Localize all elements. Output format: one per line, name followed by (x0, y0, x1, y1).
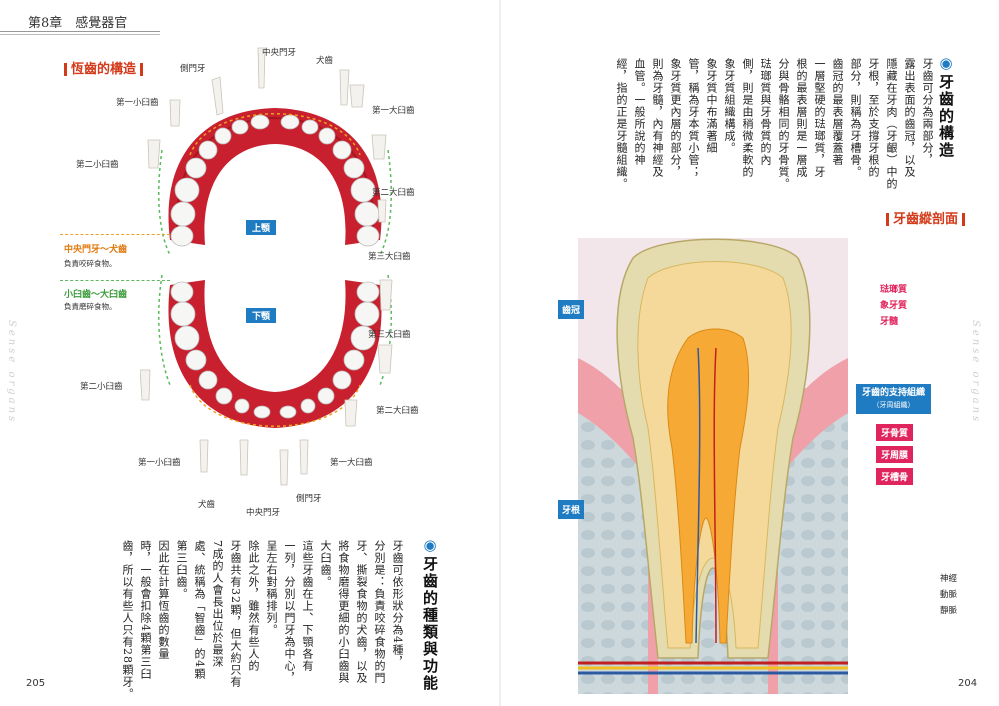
label-upper-first-molar: 第一大臼齒 (372, 106, 415, 116)
page-fold (499, 0, 501, 706)
loose-teeth (140, 47, 393, 486)
text-column: 象牙質更內層的部分， (669, 58, 682, 178)
text-column: 除此之外，雖然有些人的 (247, 540, 260, 672)
text-column: 隱藏在牙肉（牙齦）中的 (885, 58, 898, 190)
text-column: 牙齒共有32顆，但大約只有 (229, 540, 242, 688)
label-lower-lateral-incisor: 側門牙 (296, 494, 322, 504)
page-number-right: 204 (958, 678, 978, 689)
label-crown: 齒冠 (558, 300, 585, 319)
label-upper-lateral-incisor: 側門牙 (180, 64, 206, 74)
tooth-cross-section (578, 238, 848, 694)
legend-green-title: 小臼齒～大臼齒 (64, 290, 128, 300)
label-upper-second-molar: 第二大臼齒 (372, 188, 415, 198)
label-lower-central-incisor: 中央門牙 (246, 508, 281, 518)
section2-body: 牙齒可依形狀分為4種， 分別是：負責咬碎食物的門 牙、撕裂食物的犬齒，以及 將食… (118, 540, 406, 700)
jaw-tag-lower: 下顎 (246, 308, 277, 323)
text-column: 牙齒可分為兩部分， (921, 58, 934, 166)
label-lower-first-molar: 第一大臼齒 (330, 458, 373, 468)
text-column: 時，一般會扣除4顆第三臼 (139, 540, 152, 680)
side-running-text-right: Sense organs (970, 320, 981, 425)
lower-jaw (158, 274, 392, 428)
label-lower-first-premolar: 第一小臼齒 (138, 458, 181, 468)
text-column: 象牙質中布滿著細 (705, 58, 718, 154)
text-column: 管，稱為牙本質小管； (687, 58, 700, 178)
section-title-tooth-structure: ◉牙齒的構造 (937, 54, 955, 159)
dental-arch-illustration (140, 47, 393, 486)
side-running-text-left: Sense organs (6, 320, 17, 425)
text-column: 牙根，至於支撐牙根的 (867, 58, 880, 178)
label-lower-third-molar: 第三大臼齒 (368, 330, 411, 340)
text-column: 部分，則稱為牙槽骨。 (849, 58, 862, 178)
label-dentin: 象牙質 (880, 301, 908, 311)
label-cementum: 牙骨質 (876, 424, 914, 441)
label-lower-second-premolar: 第二小臼齒 (80, 382, 123, 392)
label-upper-third-molar: 第三大臼齒 (368, 252, 411, 262)
text-column: 血管。一般所說的神 (633, 58, 646, 166)
legend-orange-title: 中央門牙～犬齒 (64, 245, 128, 255)
text-column: 則為牙髓，內有神經及 (651, 58, 664, 178)
text-column: 一層堅硬的琺瑯質，牙 (813, 58, 826, 178)
legend-green-line (60, 280, 170, 281)
label-support-tissue: 牙齒的支持組織 （牙周組織） (856, 384, 932, 414)
header-rule-2 (0, 34, 160, 35)
text-column: 分別是：負責咬碎食物的門 (373, 540, 386, 684)
text-column: 齒冠的最表層覆蓋著 (831, 58, 844, 166)
label-enamel: 琺瑯質 (880, 285, 908, 295)
legend-orange-line (60, 234, 170, 235)
label-artery: 動脈 (940, 590, 958, 600)
text-column: 經，指的正是牙髓組織。 (615, 58, 628, 190)
text-column: 7成的人會長出位於最深 (211, 540, 224, 668)
header-rule (0, 31, 160, 32)
section1-body: 牙齒可分為兩部分， 露出表面的齒冠，以及 隱藏在牙肉（牙齦）中的 牙根，至於支撐… (612, 58, 936, 208)
text-column: 分與骨骼相同的牙骨質。 (777, 58, 790, 190)
text-column: 大臼齒。 (319, 540, 332, 588)
text-column: 呈左右對稱排列。 (265, 540, 278, 636)
text-column: 因此在計算恆齒的數量 (157, 540, 170, 660)
label-root: 牙根 (558, 500, 585, 519)
text-column: 將食物磨得更細的小臼齒與 (337, 540, 350, 684)
label-lower-canine: 犬齒 (198, 500, 216, 510)
label-alveolar-bone: 牙槽骨 (876, 468, 914, 485)
label-nerve: 神經 (940, 574, 958, 584)
label-upper-second-premolar: 第二小臼齒 (76, 160, 119, 170)
label-upper-first-premolar: 第一小臼齒 (116, 98, 159, 108)
text-column: 側，則是由稍微柔軟的 (741, 58, 754, 178)
text-column: 牙齒可依形狀分為4種， (391, 540, 404, 668)
text-column: 一列，分別以門牙為中心， (283, 540, 296, 684)
label-upper-central-incisor: 中央門牙 (262, 48, 297, 58)
label-lower-second-molar: 第二大臼齒 (376, 406, 419, 416)
legend-orange-desc: 負責咬碎食物。 (64, 259, 117, 268)
jaw-tag-upper: 上顎 (246, 220, 277, 235)
label-periodontal-ligament: 牙周膜 (876, 446, 914, 463)
text-column: 齒，所以有些人只有28顆牙。 (121, 540, 134, 700)
text-column: 琺瑯質與牙骨質的內 (759, 58, 772, 166)
text-column: 根的最表層則是一層成 (795, 58, 808, 178)
text-column: 牙、撕裂食物的犬齒，以及 (355, 540, 368, 684)
legend-green-desc: 負責磨碎食物。 (64, 302, 117, 311)
label-upper-canine: 犬齒 (316, 56, 334, 66)
text-column: 露出表面的齒冠，以及 (903, 58, 916, 178)
label-pulp: 牙髓 (880, 317, 899, 327)
text-column: 第三臼齒。 (175, 540, 188, 600)
text-column: 處、統稱為「智齒」的4顆 (193, 540, 206, 680)
upper-jaw (158, 108, 392, 256)
diagram-title-cross-section: 牙齒縱剖面 (882, 208, 969, 227)
section-title-types-functions: ◉牙齒的種類與功能 (421, 536, 439, 692)
text-column: 這些牙齒在上、下顎各有 (301, 540, 314, 672)
page-number-left: 205 (26, 678, 46, 689)
chapter-header: 第8章 感覺器官 (28, 16, 128, 31)
label-vein: 靜脈 (940, 606, 958, 616)
section-title-permanent-teeth: 恆齒的構造 (60, 58, 147, 77)
text-column: 象牙質組織構成。 (723, 58, 736, 154)
